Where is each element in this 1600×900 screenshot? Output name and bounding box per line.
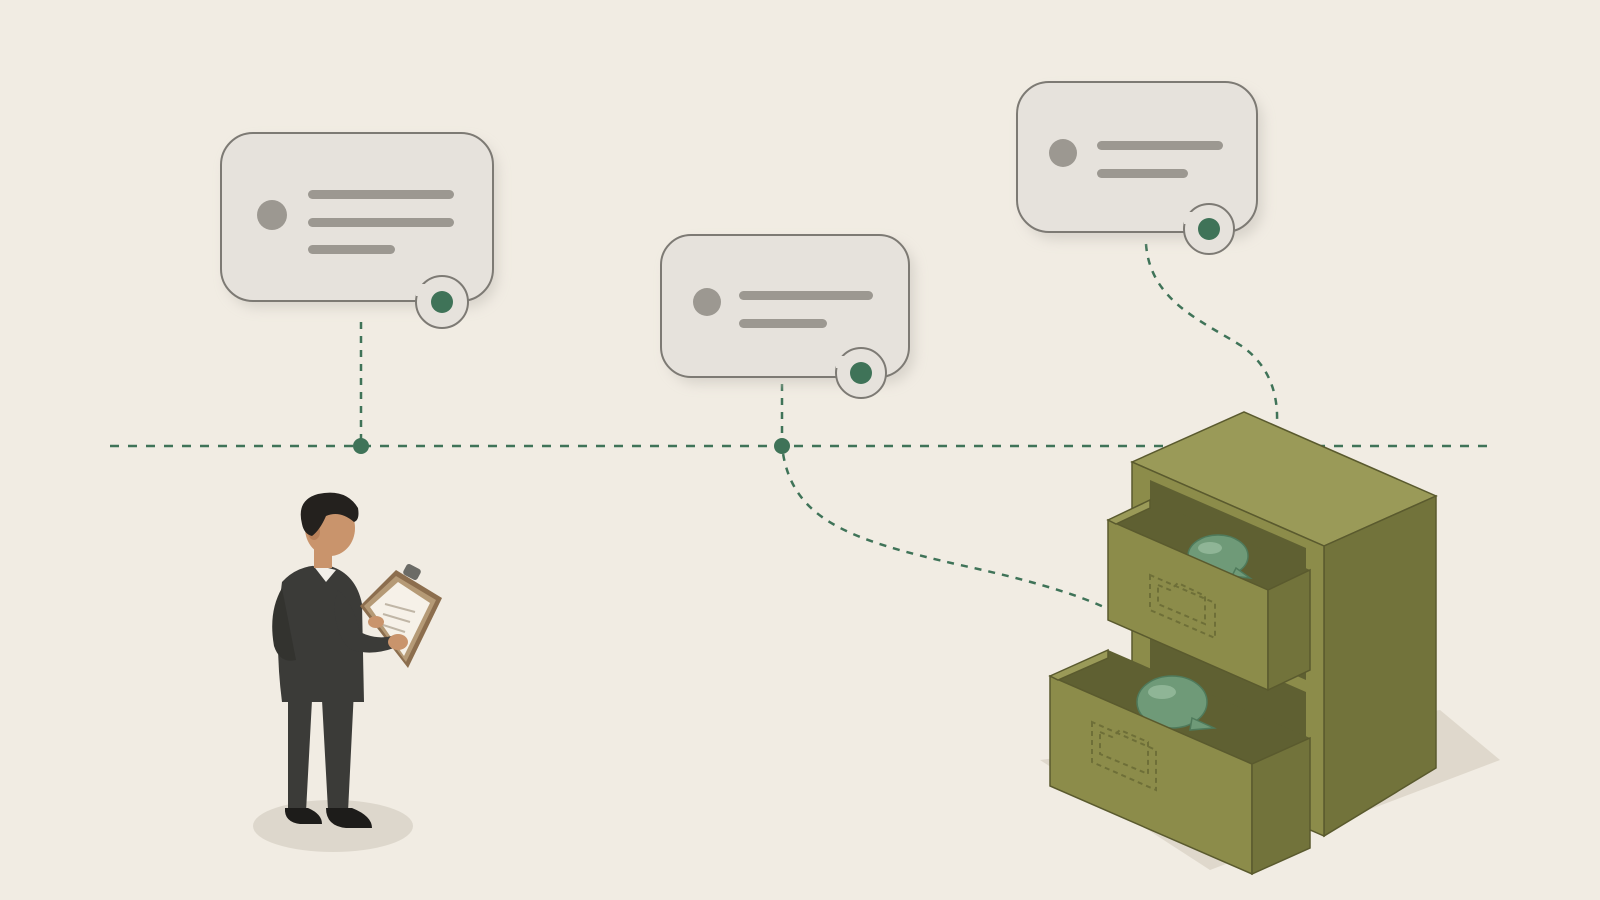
- status-dot: [1198, 218, 1220, 240]
- avatar-placeholder: [693, 288, 721, 316]
- text-placeholder-line: [308, 218, 454, 227]
- text-placeholder-line: [1097, 141, 1223, 150]
- status-dot: [850, 362, 872, 384]
- bubble-body: [1016, 81, 1258, 233]
- connector-bubble-2: [780, 384, 1111, 612]
- person-icon: [253, 492, 442, 852]
- clipboard-icon: [360, 564, 442, 668]
- text-placeholder-line: [1097, 169, 1188, 178]
- drawer-top: [1106, 498, 1311, 692]
- filing-cabinet-icon: [1040, 411, 1500, 876]
- drawer-bottom: [1048, 648, 1311, 876]
- text-placeholder-line: [308, 245, 395, 254]
- bubble-body: [660, 234, 910, 378]
- folder-label-icon: [1091, 720, 1157, 792]
- connectors: [359, 243, 1279, 612]
- timeline-marker: [353, 438, 369, 454]
- bubble-body: [220, 132, 494, 302]
- text-placeholder-line: [739, 291, 873, 300]
- status-dot: [431, 291, 453, 313]
- avatar-placeholder: [1049, 139, 1077, 167]
- speech-bubble: [1016, 81, 1263, 255]
- text-placeholder-line: [308, 190, 454, 199]
- speech-bubble: [220, 132, 498, 329]
- avatar-placeholder: [257, 200, 287, 230]
- speech-bubble: [660, 234, 915, 399]
- speech-bubble-icon: [1136, 675, 1217, 731]
- timeline-marker: [774, 438, 790, 454]
- text-placeholder-line: [739, 319, 827, 328]
- folder-label-icon: [1149, 573, 1216, 640]
